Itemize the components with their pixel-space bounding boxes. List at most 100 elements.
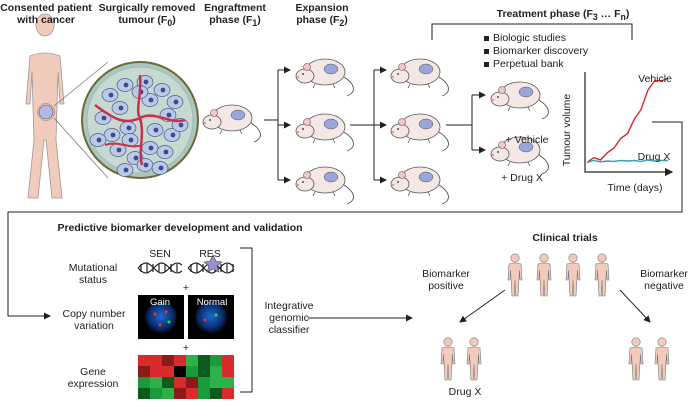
patient-figure bbox=[25, 13, 65, 199]
cell-nucleus bbox=[123, 82, 129, 88]
patient-label: Consented patient with cancer bbox=[0, 2, 92, 26]
sen-label: SEN bbox=[149, 248, 171, 260]
treatment-label: Treatment phase (F3 … Fn) bbox=[496, 8, 630, 23]
cell-nucleus bbox=[148, 97, 154, 103]
copy-number-label: Copy number variation bbox=[62, 308, 126, 332]
clinical-trial-cohort bbox=[507, 253, 610, 297]
engraftment-label: Engraftment phase (F1) bbox=[204, 2, 266, 29]
heatmap-cell bbox=[174, 388, 186, 399]
heatmap-cell bbox=[210, 388, 222, 399]
biomarker-positive-label: Biomarker positive bbox=[422, 268, 470, 292]
cell-nucleus bbox=[143, 79, 149, 85]
heatmap-cell bbox=[186, 377, 198, 388]
drugx-series-label: Drug X bbox=[637, 151, 671, 163]
heatmap-cell bbox=[198, 388, 210, 399]
cell-nucleus bbox=[96, 137, 102, 143]
heatmap-cell bbox=[210, 377, 222, 388]
cell-nucleus bbox=[166, 112, 172, 118]
heatmap-cell bbox=[186, 366, 198, 377]
heatmap-cell bbox=[186, 355, 198, 366]
clinical-title: Clinical trials bbox=[532, 232, 598, 244]
cell-nucleus bbox=[126, 125, 132, 131]
heatmap-cell bbox=[222, 377, 234, 388]
heatmap-cell bbox=[150, 366, 162, 377]
cell-nucleus bbox=[143, 162, 149, 168]
cell-nucleus bbox=[123, 167, 129, 173]
heatmap-cell bbox=[138, 366, 150, 377]
chart-xlabel: Time (days) bbox=[607, 182, 663, 194]
heatmap-cell bbox=[162, 388, 174, 399]
heatmap-cell bbox=[198, 355, 210, 366]
bullet-item: Perpetual bank bbox=[484, 58, 588, 71]
heatmap-cell bbox=[138, 388, 150, 399]
heatmap-cell bbox=[174, 355, 186, 366]
plus-sign: + bbox=[182, 342, 190, 354]
tumour-section bbox=[81, 61, 199, 179]
heatmap-cell bbox=[222, 388, 234, 399]
mutational-label: Mutational status bbox=[68, 262, 118, 286]
chart-axes bbox=[584, 72, 674, 177]
fish-normal-image bbox=[188, 295, 234, 339]
heatmap-cell bbox=[138, 377, 150, 388]
heatmap-cell bbox=[198, 366, 210, 377]
heatmap-cell bbox=[198, 377, 210, 388]
cell-nucleus bbox=[173, 99, 179, 105]
heatmap-cell bbox=[174, 377, 186, 388]
heatmap-cell bbox=[150, 388, 162, 399]
cell-nucleus bbox=[133, 155, 139, 161]
cell-nucleus bbox=[170, 132, 176, 138]
heatmap-cell bbox=[150, 355, 162, 366]
dna-helix-sen bbox=[137, 262, 183, 274]
cell-nucleus bbox=[108, 92, 114, 98]
tumour-volume-chart bbox=[584, 72, 674, 177]
series-line-drug-x bbox=[586, 159, 668, 164]
bullet-item: Biologic studies bbox=[484, 32, 588, 45]
biomarker-negative-patients bbox=[628, 337, 670, 381]
cell-nucleus bbox=[128, 137, 134, 143]
gene-expression-label: Gene expression bbox=[67, 366, 119, 390]
cell-nucleus bbox=[158, 165, 164, 171]
res-label: RES bbox=[199, 248, 221, 260]
biomarker-positive-patients bbox=[440, 337, 482, 381]
cell-nucleus bbox=[148, 145, 154, 151]
heatmap-cell bbox=[174, 366, 186, 377]
bullet-item: Biomarker discovery bbox=[484, 45, 588, 58]
cell-nucleus bbox=[178, 122, 184, 128]
heatmap-cell bbox=[222, 355, 234, 366]
chart-ylabel: Tumour volume bbox=[561, 93, 573, 167]
heatmap-cell bbox=[162, 377, 174, 388]
cell-nucleus bbox=[153, 127, 159, 133]
vehicle-treatment-label: + Vehicle bbox=[505, 134, 549, 146]
heatmap-cell bbox=[222, 366, 234, 377]
normal-label: Normal bbox=[196, 297, 228, 308]
cell-nucleus bbox=[116, 147, 122, 153]
cell-nucleus bbox=[160, 87, 166, 93]
cell-nucleus bbox=[163, 149, 169, 155]
heatmap-cell bbox=[162, 366, 174, 377]
plus-sign: + bbox=[182, 282, 190, 294]
heatmap-cell bbox=[138, 355, 150, 366]
treatment-bullets: Biologic studies Biomarker discovery Per… bbox=[484, 32, 588, 71]
heatmap-cell bbox=[186, 388, 198, 399]
cell-nucleus bbox=[110, 132, 116, 138]
dna-helix-res bbox=[187, 254, 235, 274]
cell-nucleus bbox=[101, 115, 107, 121]
gene-expression-heatmap bbox=[138, 355, 234, 399]
cell-nucleus bbox=[118, 105, 124, 111]
series-line-vehicle bbox=[586, 77, 669, 163]
heatmap-cell bbox=[210, 366, 222, 377]
integrative-label: Integrative genomic classifier bbox=[264, 300, 314, 336]
heatmap-cell bbox=[150, 377, 162, 388]
drugx-treatment-label: + Drug X bbox=[501, 172, 543, 184]
heatmap-cell bbox=[210, 355, 222, 366]
heatmap-cell bbox=[162, 355, 174, 366]
fish-gain-image bbox=[138, 295, 184, 339]
predictive-title: Predictive biomarker development and val… bbox=[57, 222, 303, 234]
drugx-bottom-label: Drug X bbox=[448, 386, 482, 398]
gain-label: Gain bbox=[149, 297, 171, 308]
vehicle-series-label: Vehicle bbox=[638, 73, 672, 85]
tumour-label: Surgically removed tumour (F0) bbox=[98, 2, 196, 29]
biomarker-negative-label: Biomarker negative bbox=[640, 268, 688, 292]
